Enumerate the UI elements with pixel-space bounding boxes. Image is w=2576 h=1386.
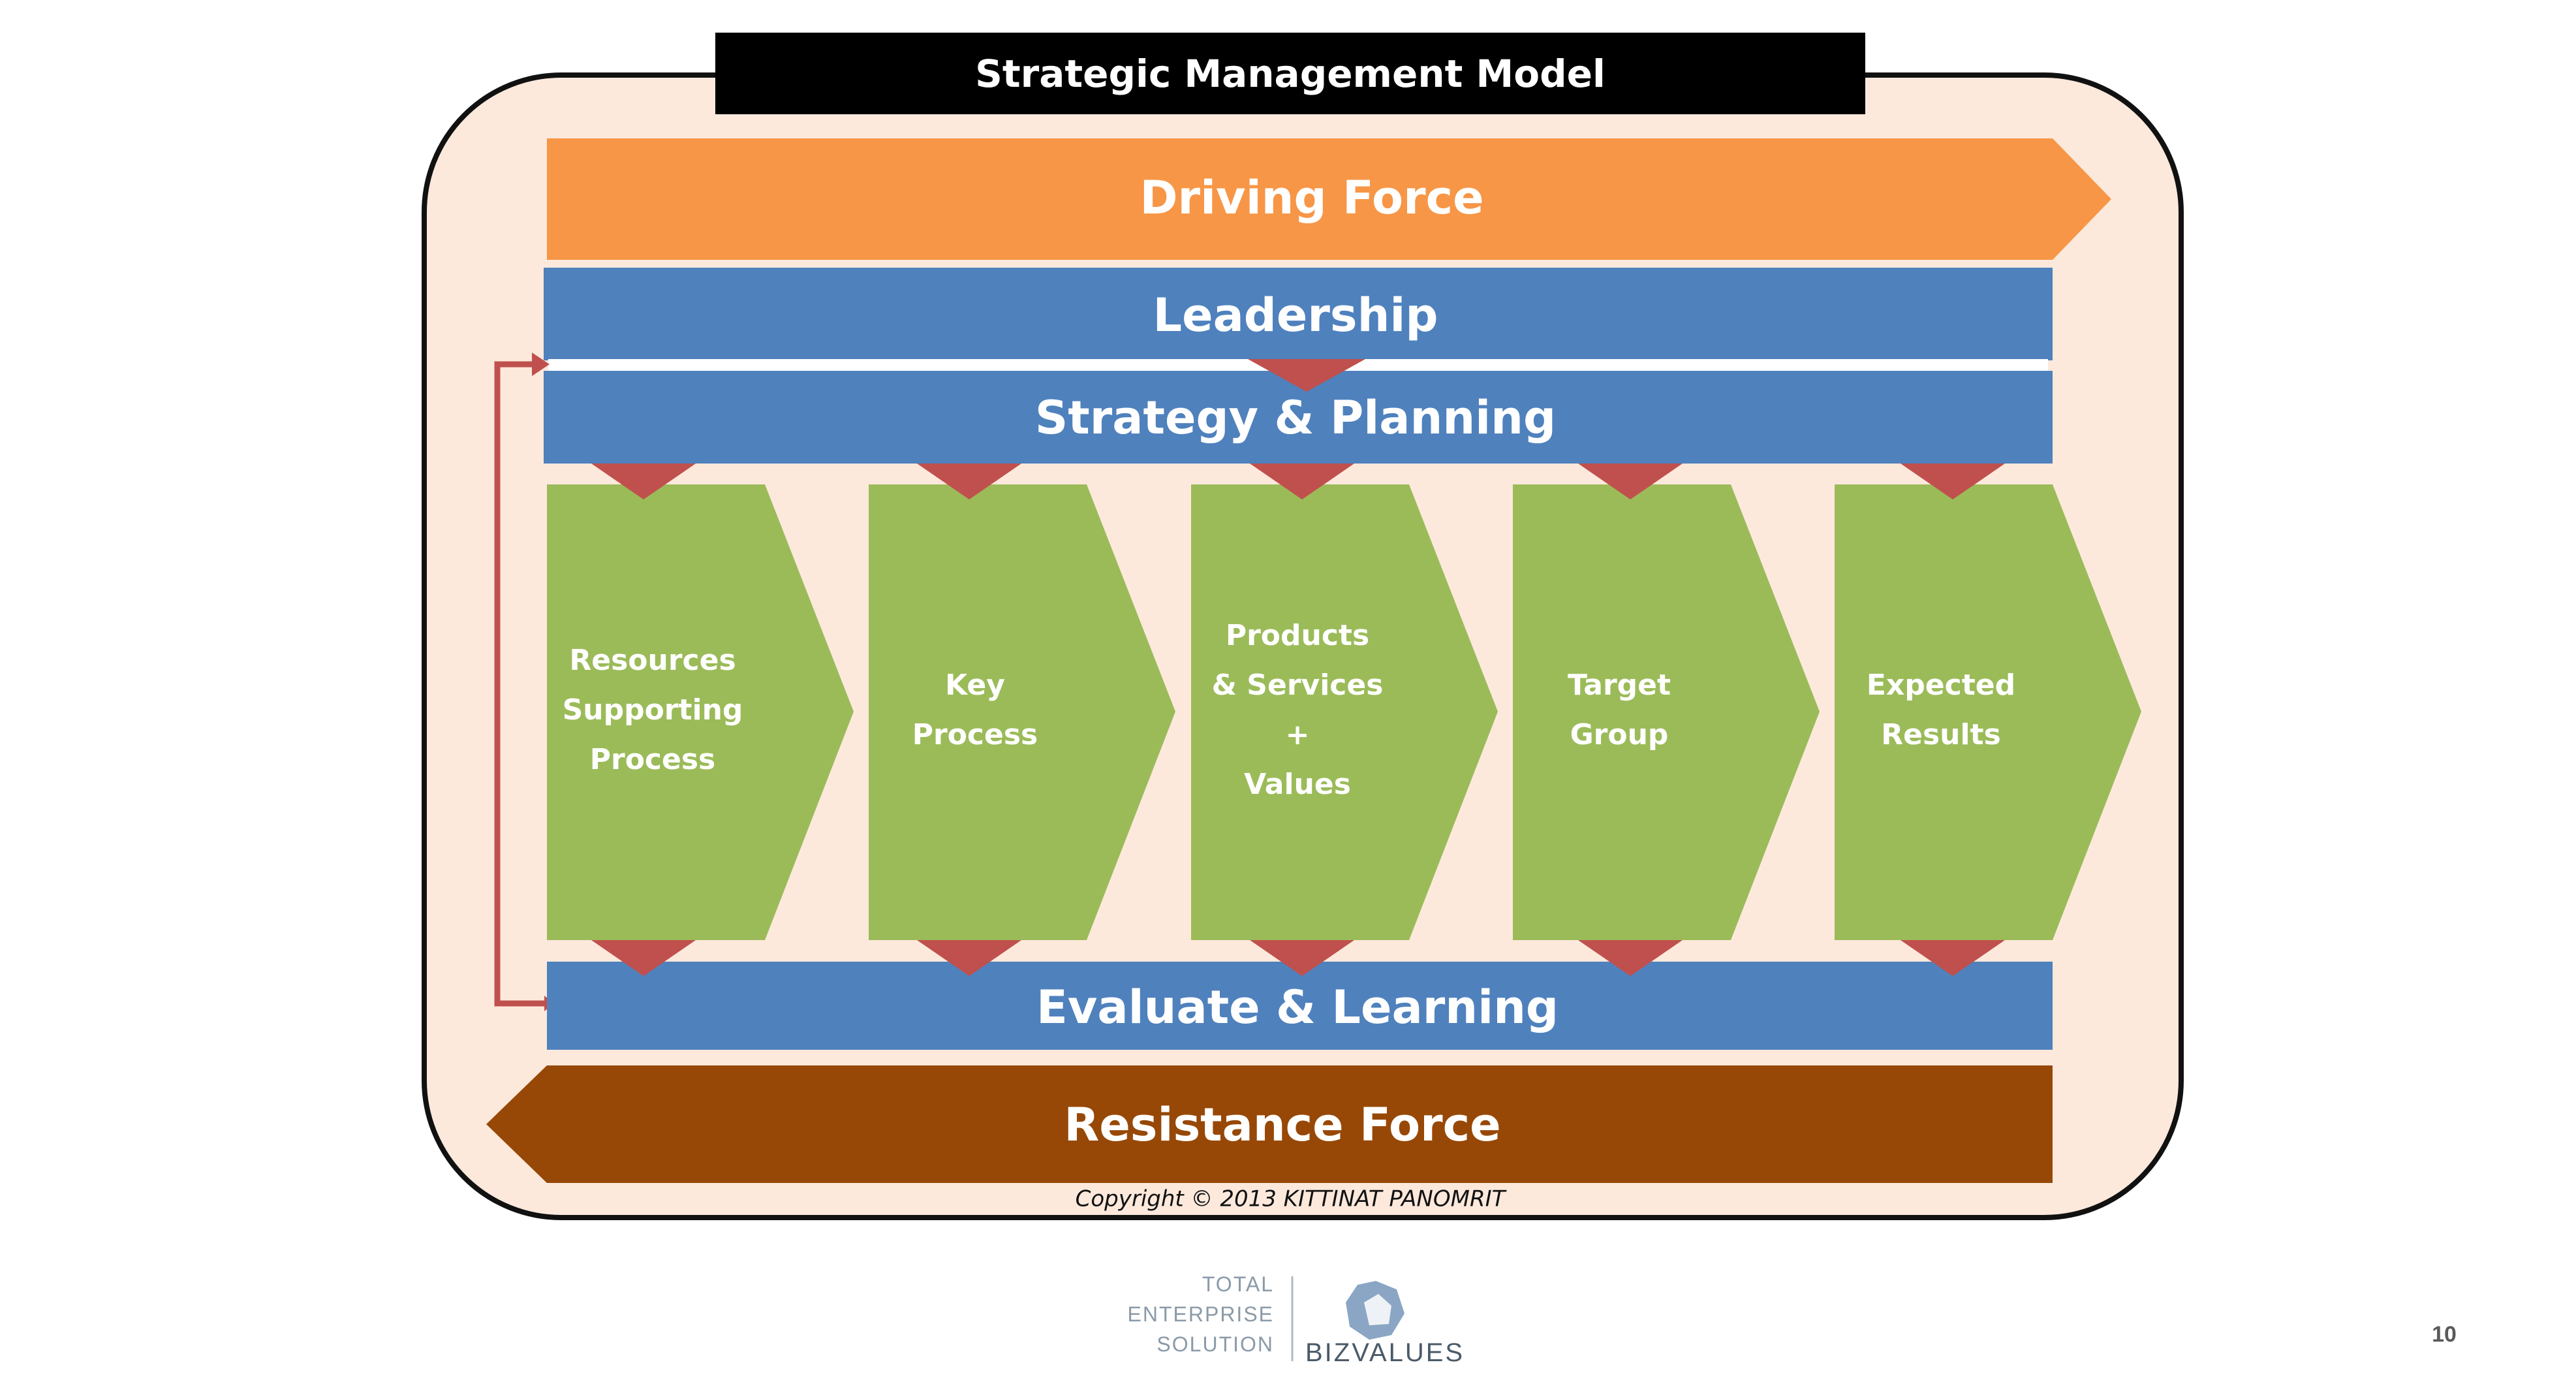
stage-label-line: Target xyxy=(1568,669,1671,702)
logo-tagline-line-2: ENTERPRISE xyxy=(1128,1302,1274,1326)
stage-key-process-chevron xyxy=(869,484,1175,940)
diagram-title: Strategic Management Model xyxy=(975,52,1606,96)
leadership-to-strategy-marker xyxy=(1248,359,1365,392)
marker-bottom xyxy=(917,940,1021,976)
marker-bottom xyxy=(1901,940,2005,976)
evaluate-learning-label: Evaluate & Learning xyxy=(1036,981,1559,1034)
stage-label-line: Resources xyxy=(569,644,736,677)
stage-label-line: Process xyxy=(912,718,1038,751)
stage-label-line: Values xyxy=(1244,768,1351,801)
stage-label-line: Process xyxy=(590,743,715,776)
stage-label-line: Results xyxy=(1881,718,2001,751)
page-number: 10 xyxy=(2432,1322,2457,1347)
marker-bottom xyxy=(1250,940,1354,976)
logo-tagline-line-3: SOLUTION xyxy=(1156,1332,1274,1356)
resistance-force-label: Resistance Force xyxy=(1064,1098,1500,1152)
marker-bottom xyxy=(1578,940,1683,976)
marker-top xyxy=(1901,464,2005,499)
bottom-markers xyxy=(591,940,2005,976)
stage-products-chevron xyxy=(1191,484,1498,940)
resistance-force-arrow xyxy=(486,1065,2053,1183)
footer-logo: TOTAL ENTERPRISE SOLUTION BIZVALUES xyxy=(1128,1272,1465,1367)
leadership-label: Leadership xyxy=(1153,289,1438,342)
marker-bottom xyxy=(591,940,696,976)
feedback-arrowhead xyxy=(532,353,550,376)
driving-force-arrow xyxy=(547,138,2111,260)
leadership-bar xyxy=(544,268,2053,360)
marker-top xyxy=(1250,464,1354,499)
feedback-loop-line xyxy=(494,361,553,1007)
evaluate-learning-bar xyxy=(547,962,2053,1050)
stage-target-group-chevron xyxy=(1513,484,1820,940)
stage-chevrons xyxy=(547,484,2141,940)
stage-label-line: + xyxy=(1286,718,1310,751)
stage-label-line: Group xyxy=(1570,718,1669,751)
stage-label-line: Key xyxy=(945,669,1005,702)
stage-expected-results-chevron xyxy=(1835,484,2141,940)
driving-force-label: Driving Force xyxy=(1140,171,1483,225)
stage-label-line: & Services xyxy=(1212,669,1384,702)
title-bar xyxy=(715,33,1865,114)
marker-top xyxy=(917,464,1021,499)
stage-resources-chevron xyxy=(547,484,854,940)
logo-tagline-line-1: TOTAL xyxy=(1202,1272,1274,1296)
copyright-text: Copyright © 2013 KITTINAT PANOMRIT xyxy=(1076,1186,1507,1212)
strategy-planning-label: Strategy & Planning xyxy=(1035,391,1556,445)
marker-top xyxy=(591,464,696,499)
marker-top xyxy=(1578,464,1683,499)
stage-label-line: Expected xyxy=(1867,669,2015,702)
stage-label-line: Products xyxy=(1226,619,1369,652)
stage-label-line: Supporting xyxy=(563,693,743,727)
top-markers xyxy=(591,464,2005,499)
logo-brand: BIZVALUES xyxy=(1305,1338,1465,1367)
bizvalues-logo-icon-inner xyxy=(1364,1294,1391,1325)
